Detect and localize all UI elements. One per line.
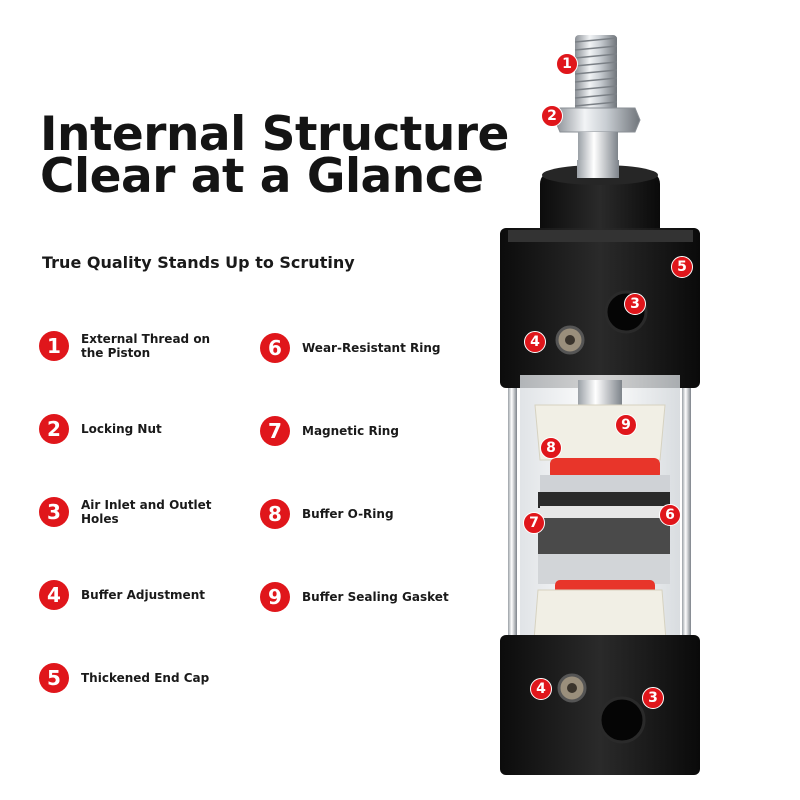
subtitle: True Quality Stands Up to Scrutiny [42, 253, 355, 272]
upper-o-ring [550, 458, 660, 480]
tie-rod-right [682, 388, 691, 638]
number-badge: 9 [260, 582, 290, 612]
legend-label: Magnetic Ring [302, 424, 399, 438]
marker-8: 8 [540, 437, 562, 459]
legend-item-4: 4 Buffer Adjustment [39, 580, 231, 610]
legend-item-5: 5 Thickened End Cap [39, 663, 231, 693]
legend-item-1: 1 External Thread on the Piston [39, 331, 231, 361]
legend-item-7: 7 Magnetic Ring [260, 416, 462, 446]
legend-item-8: 8 Buffer O-Ring [260, 499, 462, 529]
number-badge: 6 [260, 333, 290, 363]
legend-label: Air Inlet and Outlet Holes [81, 498, 212, 526]
tie-rod-left [508, 388, 517, 638]
cylinder-illustration [500, 35, 700, 775]
legend-item-2: 2 Locking Nut [39, 414, 231, 444]
marker-1: 1 [556, 53, 578, 75]
legend-label: Buffer Adjustment [81, 588, 205, 602]
marker-7: 7 [523, 512, 545, 534]
bottom-end-cap [500, 635, 700, 775]
legend-item-9: 9 Buffer Sealing Gasket [260, 582, 462, 612]
marker-5: 5 [671, 256, 693, 278]
legend-label: Buffer O-Ring [302, 507, 394, 521]
lower-buffer-gasket [533, 589, 667, 641]
top-end-cap [500, 228, 700, 388]
title-line-1: Internal Structure [40, 107, 509, 162]
number-badge: 1 [39, 331, 69, 361]
number-badge: 4 [39, 580, 69, 610]
marker-3-bottom: 3 [642, 687, 664, 709]
number-badge: 2 [39, 414, 69, 444]
legend-label: Buffer Sealing Gasket [302, 590, 449, 604]
number-badge: 8 [260, 499, 290, 529]
legend-item-6: 6 Wear-Resistant Ring [260, 333, 462, 363]
page-title: Internal Structure Clear at a Glance [40, 107, 509, 204]
marker-3-top: 3 [624, 293, 646, 315]
marker-6: 6 [659, 504, 681, 526]
legend-label: Thickened End Cap [81, 671, 210, 685]
locking-nut [554, 107, 641, 133]
number-badge: 7 [260, 416, 290, 446]
marker-4-top: 4 [524, 331, 546, 353]
legend-label: Wear-Resistant Ring [302, 341, 441, 355]
marker-9: 9 [615, 414, 637, 436]
legend-label: External Thread on the Piston [81, 332, 211, 360]
marker-2: 2 [541, 105, 563, 127]
legend-item-3: 3 Air Inlet and Outlet Holes [39, 497, 251, 527]
number-badge: 5 [39, 663, 69, 693]
marker-4-bottom: 4 [530, 678, 552, 700]
legend-label: Locking Nut [81, 422, 162, 436]
piston-stack [538, 475, 670, 584]
title-line-2: Clear at a Glance [40, 149, 484, 204]
number-badge: 3 [39, 497, 69, 527]
